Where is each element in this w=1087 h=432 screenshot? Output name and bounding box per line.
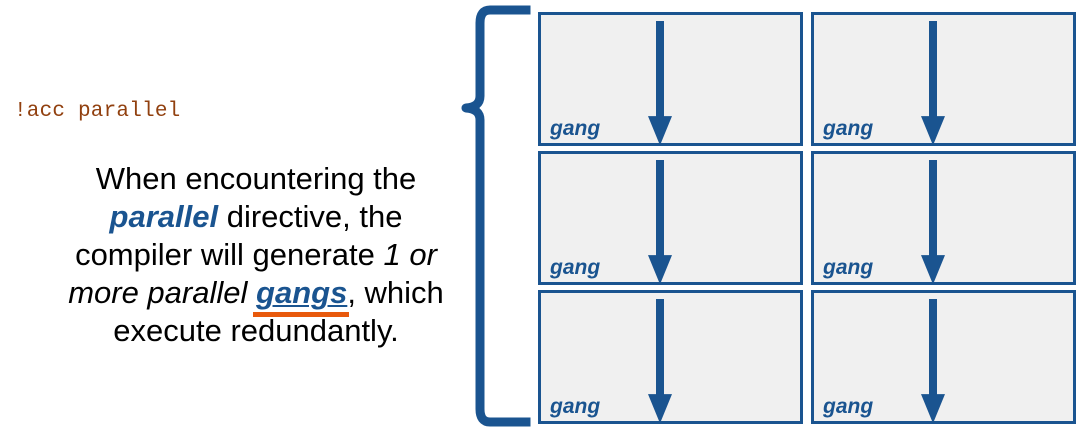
emphasis-gangs: gangs — [256, 275, 348, 310]
explanation-line-5: , which execute — [113, 275, 444, 348]
emphasis-parallel: parallel — [109, 199, 219, 234]
gang-box[interactable]: gang — [538, 290, 803, 424]
down-arrow-icon — [918, 160, 948, 288]
emphasis-count: 1 or more parallel — [68, 237, 437, 310]
down-arrow-icon — [645, 160, 675, 288]
gang-box[interactable]: gang — [538, 151, 803, 285]
down-arrow-icon — [645, 299, 675, 427]
gang-box[interactable]: gang — [811, 151, 1076, 285]
gang-label: gang — [550, 395, 601, 418]
explanation-line-1: When encountering the — [95, 161, 417, 196]
code-directive-text: !acc parallel — [14, 100, 181, 123]
gang-label: gang — [550, 256, 601, 279]
explanation-line-2: directive, the — [218, 199, 403, 234]
explanation-line-6: redundantly. — [230, 313, 399, 348]
gang-label: gang — [550, 117, 601, 140]
gang-box[interactable]: gang — [538, 12, 803, 146]
gang-box[interactable]: gang — [811, 12, 1076, 146]
gang-label: gang — [823, 256, 874, 279]
left-explanation-panel: !acc parallel When encountering the para… — [0, 0, 460, 432]
down-arrow-icon — [918, 21, 948, 149]
gang-grid: gang gang gang gang gang — [538, 12, 1076, 424]
explanation-line-3: compiler will generate — [75, 237, 375, 272]
left-curly-brace-icon — [452, 4, 532, 428]
down-arrow-icon — [645, 21, 675, 149]
gang-label: gang — [823, 117, 874, 140]
gang-box[interactable]: gang — [811, 290, 1076, 424]
down-arrow-icon — [918, 299, 948, 427]
gang-label: gang — [823, 395, 874, 418]
explanation-paragraph: When encountering the parallel directive… — [60, 160, 452, 350]
